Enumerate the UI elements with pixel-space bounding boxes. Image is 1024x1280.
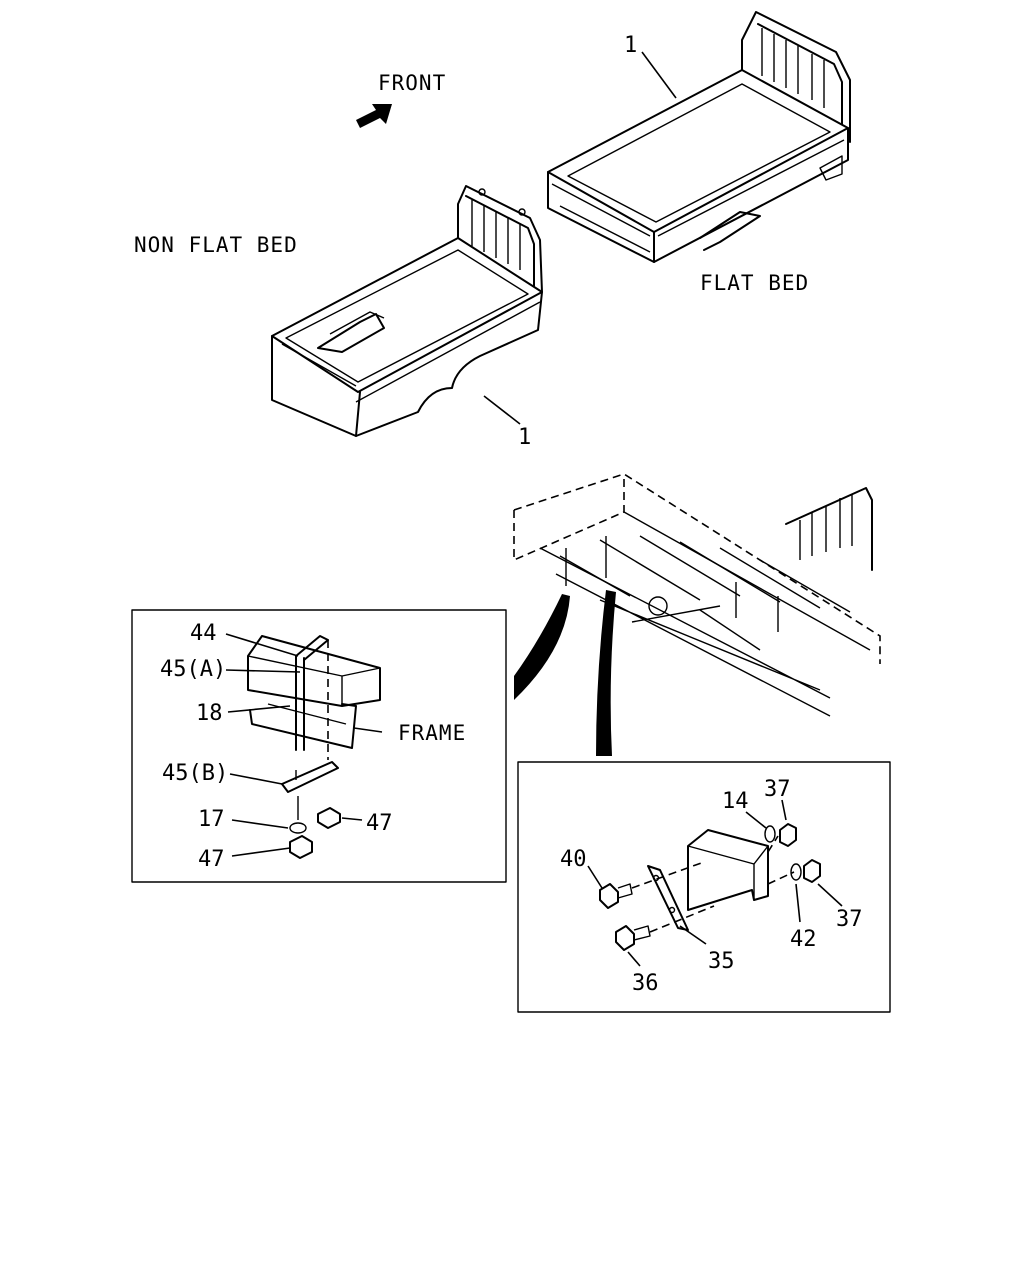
flat-bed-callout-1: 1: [624, 33, 637, 58]
left-detail-panel: 44 45(A) 18 FRAME 45(B) 17 47 47: [131, 609, 507, 883]
chassis-illustration: [513, 473, 881, 756]
callout-37-right: 37: [836, 907, 863, 932]
right-detail-panel: 14 37 40 37 42 35 36: [517, 761, 891, 1013]
callout-18: 18: [196, 701, 223, 726]
non-flat-bed-callout-1: 1: [518, 425, 531, 450]
callout-45b: 45(B): [162, 761, 228, 786]
callout-37-top: 37: [764, 777, 791, 802]
frame-label: FRAME: [398, 721, 466, 745]
callout-44: 44: [190, 621, 217, 646]
callout-35: 35: [708, 949, 735, 974]
flat-bed-label: FLAT BED: [700, 271, 809, 295]
callout-45a: 45(A): [160, 657, 226, 682]
non-flat-bed-label: NON FLAT BED: [134, 233, 298, 257]
callout-36: 36: [632, 971, 659, 996]
flat-bed-illustration: 1 FLAT BED: [547, 11, 851, 295]
callout-47-left: 47: [198, 847, 225, 872]
callout-14: 14: [722, 789, 749, 814]
front-indicator: FRONT: [356, 71, 446, 128]
callout-42: 42: [790, 927, 817, 952]
non-flat-bed-illustration: 1 NON FLAT BED: [134, 185, 543, 450]
front-arrow-icon: [356, 104, 392, 128]
callout-47-right: 47: [366, 811, 393, 836]
callout-17: 17: [198, 807, 225, 832]
callout-40: 40: [560, 847, 587, 872]
front-label: FRONT: [378, 71, 446, 95]
